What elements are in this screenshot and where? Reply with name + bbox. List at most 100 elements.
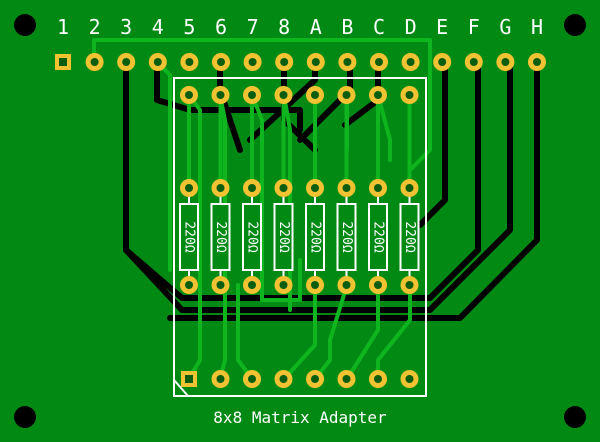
header-pad-3 — [117, 53, 136, 71]
resistor-r4: 220Ω — [273, 188, 294, 285]
matrix-bottom-pad-6 — [337, 370, 356, 388]
matrix-top-pad-6 — [337, 86, 356, 104]
mounting-holes — [14, 14, 586, 428]
pads-layer — [55, 53, 546, 388]
board-title: 8x8 Matrix Adapter — [213, 408, 387, 427]
pad-drill — [374, 91, 382, 99]
header-label-H: H — [531, 15, 543, 39]
resistor-r3: 220Ω — [242, 188, 262, 285]
pad-drill — [311, 91, 319, 99]
matrix-top-pad-8 — [400, 86, 419, 104]
pad-drill — [343, 58, 352, 66]
resistor-value-label: 220Ω — [402, 221, 417, 252]
matrix-bottom-pad-2 — [211, 370, 230, 388]
header-pad-D — [401, 53, 420, 71]
matrix-bottom-pad-7 — [369, 370, 387, 388]
trace-top-7 — [313, 283, 349, 381]
resistor-pad-top-5 — [306, 179, 324, 197]
silkscreen-layer — [173, 77, 427, 397]
header-pad-E — [433, 53, 452, 71]
trace-top-13 — [376, 93, 392, 162]
pad-drill — [248, 58, 257, 66]
matrix-top-pad-2 — [211, 86, 230, 104]
resistor-value-label: 220Ω — [339, 221, 354, 252]
header-pad-1 — [55, 54, 71, 70]
pad-drill — [501, 58, 510, 66]
resistor-pad-bottom-2 — [211, 276, 230, 294]
pad-drill — [185, 281, 193, 289]
pad-drill — [185, 91, 193, 99]
header-pad-F — [464, 53, 483, 71]
pad-drill — [279, 184, 288, 192]
resistor-pad-top-6 — [337, 179, 356, 197]
pad-drill — [185, 184, 193, 192]
matrix-bottom-pad-1 — [181, 371, 197, 387]
pad-drill — [342, 281, 351, 289]
resistor-value-label: 220Ω — [308, 221, 323, 252]
header-pad-4 — [148, 53, 167, 71]
mounting-hole-3 — [14, 406, 36, 428]
component-outline — [173, 77, 427, 397]
resistor-body — [336, 203, 357, 271]
pad-drill — [279, 281, 288, 289]
matrix-top-pad-4 — [274, 86, 293, 104]
matrix-bottom-pad-8 — [400, 370, 419, 388]
resistor-value-label: 220Ω — [245, 221, 260, 252]
resistor-body — [179, 203, 199, 271]
resistor-body — [273, 203, 294, 271]
trace-bottom-9 — [417, 59, 448, 228]
header-pad-A — [306, 53, 325, 71]
mounting-hole-4 — [564, 406, 586, 428]
pad-drill — [248, 184, 256, 192]
trace-top-6 — [282, 283, 317, 381]
resistor-pad-top-2 — [211, 179, 230, 197]
pad-drill — [59, 58, 67, 66]
pin1-marker — [173, 379, 189, 397]
pad-drill — [374, 184, 382, 192]
pad-drill — [342, 375, 351, 383]
header-pad-C — [370, 53, 388, 71]
resistor-pad-bottom-1 — [180, 276, 198, 294]
matrix-top-pad-3 — [243, 86, 261, 104]
pad-drill — [374, 281, 382, 289]
header-pad-5 — [180, 53, 199, 71]
pad-drill — [311, 281, 319, 289]
matrix-bottom-pad-4 — [274, 370, 293, 388]
pad-drill — [438, 58, 447, 66]
pad-drill — [311, 184, 319, 192]
resistor-r2: 220Ω — [210, 188, 231, 285]
pad-drill — [185, 375, 193, 383]
resistor-pad-bottom-5 — [306, 276, 324, 294]
matrix-top-pad-5 — [306, 86, 324, 104]
trace-bottom-7 — [123, 59, 513, 313]
trace-bottom-1 — [123, 59, 481, 301]
pad-drill — [375, 58, 383, 66]
pad-drill — [469, 58, 478, 66]
pad-drill — [342, 184, 351, 192]
header-label-6: 6 — [215, 15, 227, 39]
resistor-value-label: 220Ω — [276, 221, 291, 252]
resistor-body — [399, 203, 420, 271]
header-label-3: 3 — [120, 15, 132, 39]
resistor-pad-bottom-7 — [369, 276, 387, 294]
header-pad-8 — [275, 53, 294, 71]
resistor-pad-bottom-3 — [243, 276, 261, 294]
trace-top-4 — [250, 93, 302, 302]
resistor-body — [305, 203, 325, 271]
pad-drill — [185, 58, 194, 66]
header-label-A: A — [310, 15, 322, 39]
pad-drill — [90, 58, 99, 66]
header-pad-7 — [243, 53, 262, 71]
matrix-bottom-pad-3 — [243, 370, 261, 388]
header-pad-B — [338, 53, 357, 71]
resistor-pad-bottom-8 — [400, 276, 419, 294]
pad-drill — [342, 91, 351, 99]
resistor-value-label: 220Ω — [371, 221, 386, 252]
matrix-top-pad-7 — [369, 86, 387, 104]
pad-drill — [405, 91, 414, 99]
trace-top-8 — [345, 283, 380, 381]
pad-drill — [279, 375, 288, 383]
header-label-4: 4 — [152, 15, 164, 39]
